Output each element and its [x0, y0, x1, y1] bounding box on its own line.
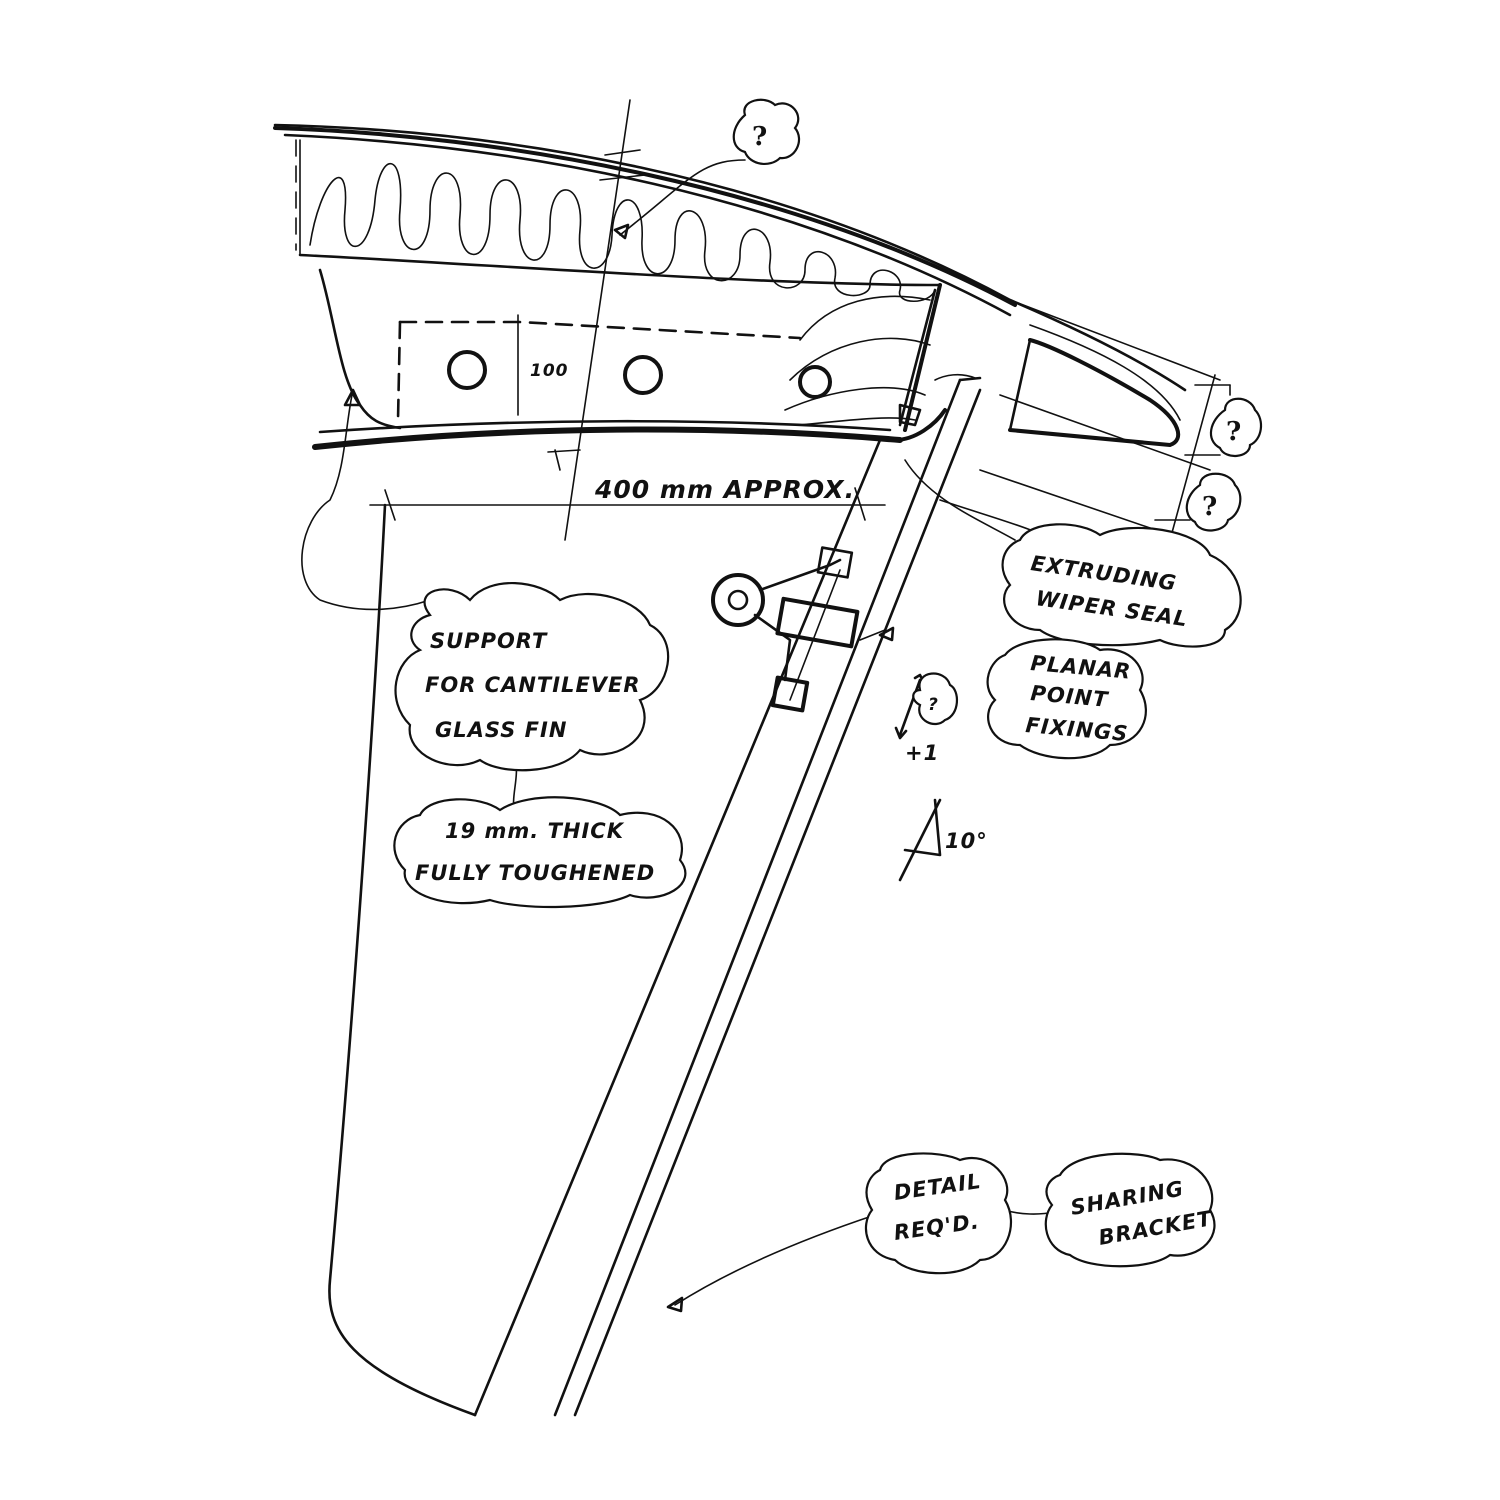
support-line-3: GLASS FIN — [435, 718, 567, 742]
dim-100-label: 100 — [530, 361, 569, 381]
beam-end-curve — [318, 268, 402, 430]
glass-fin — [328, 438, 882, 1417]
callout-point-fixings: PLANAR POINT FIXINGS — [986, 638, 1147, 760]
callout-question-top: ? — [732, 98, 801, 166]
callout-question-right-1: ? — [1209, 397, 1263, 457]
callout-support: SUPPORT FOR CANTILEVER GLASS FIN — [394, 581, 670, 772]
callout-question-right-2: ? — [1185, 472, 1242, 532]
callout-thickness: 19 mm. THICK FULLY TOUGHENED — [393, 796, 687, 909]
tolerance-mark: ? +1 — [894, 672, 958, 765]
question-top: ? — [752, 122, 767, 152]
bolt-1 — [447, 350, 487, 390]
lower-flange — [312, 403, 947, 450]
support-line-1: SUPPORT — [430, 629, 548, 653]
angle-label: 10° — [945, 829, 988, 853]
question-right-2: ? — [1202, 492, 1217, 522]
thick-line-2: FULLY TOUGHENED — [415, 861, 655, 885]
thick-line-1: 19 mm. THICK — [445, 819, 625, 843]
glazing-section — [939, 299, 1231, 546]
post — [898, 283, 942, 432]
tolerance-label-1: ? — [928, 695, 939, 715]
dim-400-label: 400 mm APPROX. — [594, 475, 855, 504]
mullion — [553, 373, 982, 1417]
dimension-lines: 400 mm APPROX. — [369, 99, 886, 541]
callout-sharing-bracket: SHARING BRACKET — [1044, 1152, 1216, 1268]
tolerance-label-2: +1 — [905, 741, 939, 765]
callout-wiper-seal: EXTRUDING WIPER SEAL — [1001, 523, 1242, 648]
support-line-2: FOR CANTILEVER — [425, 673, 641, 697]
question-right-1: ? — [1226, 417, 1241, 447]
angle-mark: 10° — [898, 798, 988, 882]
point-fixing — [711, 546, 895, 713]
bracket: 100 — [396, 314, 832, 422]
bolt-2 — [623, 355, 663, 395]
callout-detail: DETAIL REQ'D. — [864, 1152, 1013, 1275]
bolt-3 — [798, 365, 832, 399]
roof-beam — [273, 123, 1187, 426]
